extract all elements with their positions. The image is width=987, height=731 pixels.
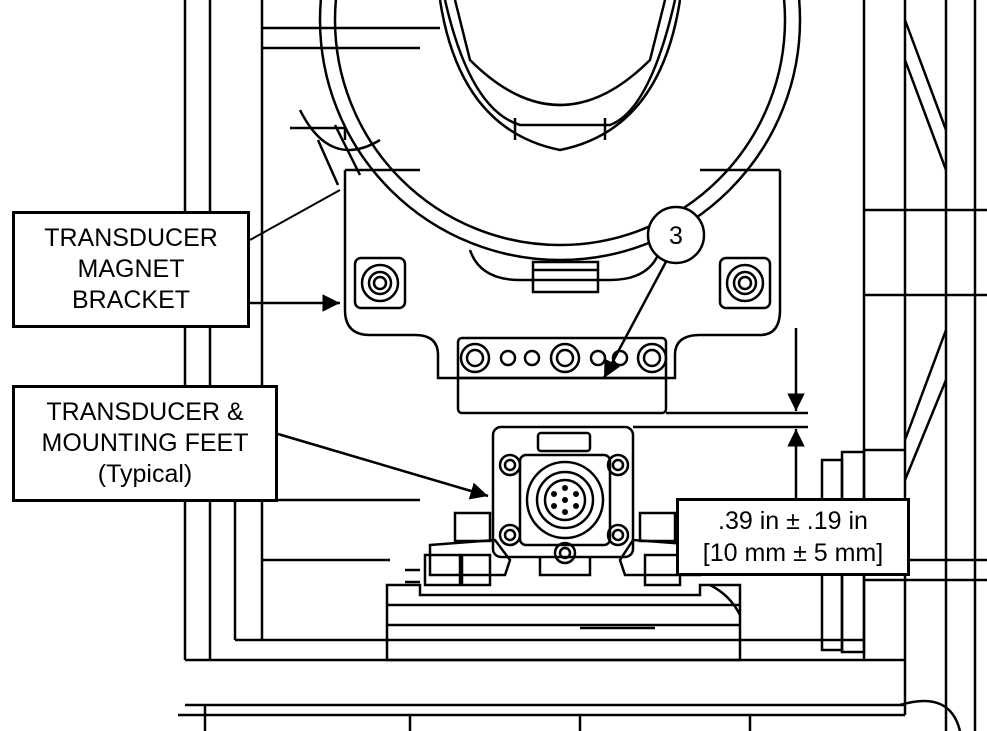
connector-pins <box>551 485 579 515</box>
magnet-bracket-plate <box>290 109 782 380</box>
right-frame <box>820 0 987 731</box>
base-block <box>385 583 742 662</box>
bracket-bolt-right <box>718 256 772 310</box>
callout-line: TRANSDUCER & <box>46 398 244 426</box>
item-number: 3 <box>669 222 683 250</box>
item-balloon: 3 <box>646 205 706 265</box>
left-frame <box>183 0 440 660</box>
callout-dimension: .39 in ± .19 in [10 mm ± 5 mm] <box>676 498 910 576</box>
dimension-lines <box>633 328 808 498</box>
bracket-arm <box>249 189 341 241</box>
leader-transducer-feet <box>277 432 489 500</box>
transducer-body <box>491 425 635 577</box>
callout-line: BRACKET <box>71 286 191 314</box>
callout-transducer-feet: TRANSDUCER & MOUNTING FEET (Typical) <box>12 385 278 502</box>
dimension-imperial: .39 in ± .19 in <box>718 507 868 535</box>
callout-line: MOUNTING FEET <box>41 429 249 457</box>
magnet-holder-bar <box>456 336 668 415</box>
callout-line: (Typical) <box>97 460 193 488</box>
magnet-ring <box>318 0 802 262</box>
leader-item-3 <box>602 257 670 379</box>
callout-line: MAGNET <box>77 255 185 283</box>
callout-line: TRANSDUCER <box>44 224 218 252</box>
bottom-rails <box>178 638 962 731</box>
callout-magnet-bracket: TRANSDUCER MAGNET BRACKET <box>12 211 250 328</box>
dimension-metric: [10 mm ± 5 mm] <box>702 539 884 567</box>
bracket-bolt-left <box>353 256 407 310</box>
